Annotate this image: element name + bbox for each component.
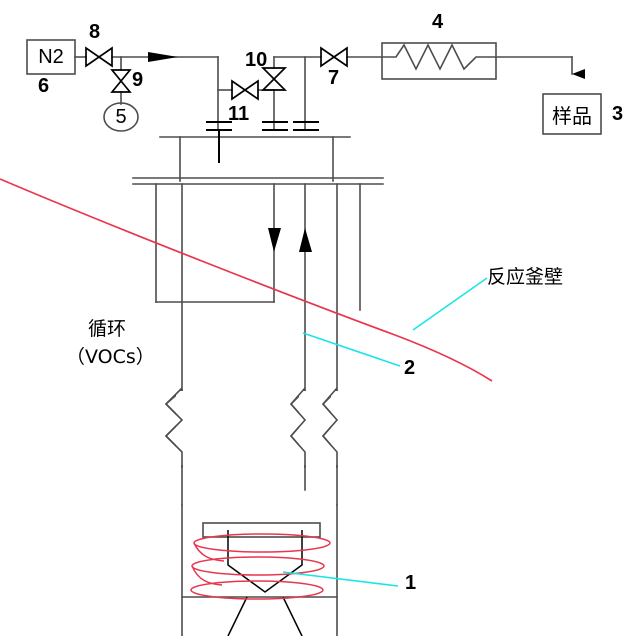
valve-11-symbol	[231, 79, 259, 101]
internal-flow-arrows	[268, 228, 312, 252]
break-masks	[176, 391, 343, 465]
tag-9-label: 9	[132, 69, 144, 91]
valve-8-symbol	[85, 46, 113, 68]
tag-6-label: 6	[38, 75, 50, 97]
gauge-5-label: 5	[115, 105, 127, 128]
tag-2-label: 2	[404, 357, 416, 379]
flow-arrow-supply	[148, 52, 178, 62]
reactor-wall-curve	[0, 178, 493, 382]
tag-7-label: 7	[328, 67, 340, 89]
heat-exchanger-coil	[382, 43, 496, 71]
tag-8-label: 8	[89, 21, 101, 43]
valve-10-symbol	[260, 67, 288, 91]
cone-funnel	[227, 530, 303, 636]
leader-reactor-wall	[412, 277, 488, 331]
lid-port-flanges	[206, 121, 319, 163]
valve-symbols	[85, 46, 348, 101]
sample-box-label: 样品	[552, 103, 592, 128]
up-flow-arrow	[299, 228, 312, 252]
sample-box	[542, 93, 602, 135]
tag-10-label: 10	[245, 49, 268, 71]
n2-source-label: N2	[38, 45, 64, 68]
leader-tag-1	[282, 571, 399, 587]
recycle-label-line1: 循环	[88, 318, 127, 340]
break-zigzags-redraw	[164, 387, 339, 468]
callout-leader-lines	[282, 277, 488, 587]
heating-coil-helix	[190, 533, 331, 600]
valve-7-symbol	[320, 46, 348, 68]
gauge-5-body	[103, 102, 139, 132]
leader-tag-2	[302, 332, 401, 367]
tag-11-label: 11	[228, 103, 250, 125]
tag-1-label: 1	[405, 572, 417, 594]
reactor-wall-callout-label: 反应釜壁	[487, 266, 564, 288]
heat-exchanger-box	[381, 42, 497, 80]
down-flow-arrow	[268, 228, 281, 252]
valve-9-symbol	[110, 69, 132, 93]
tag-3-label: 3	[612, 103, 624, 125]
recycle-label-line2: （VOCs）	[66, 346, 155, 368]
support-plate	[202, 522, 321, 538]
tag-4-label: 4	[432, 11, 444, 33]
